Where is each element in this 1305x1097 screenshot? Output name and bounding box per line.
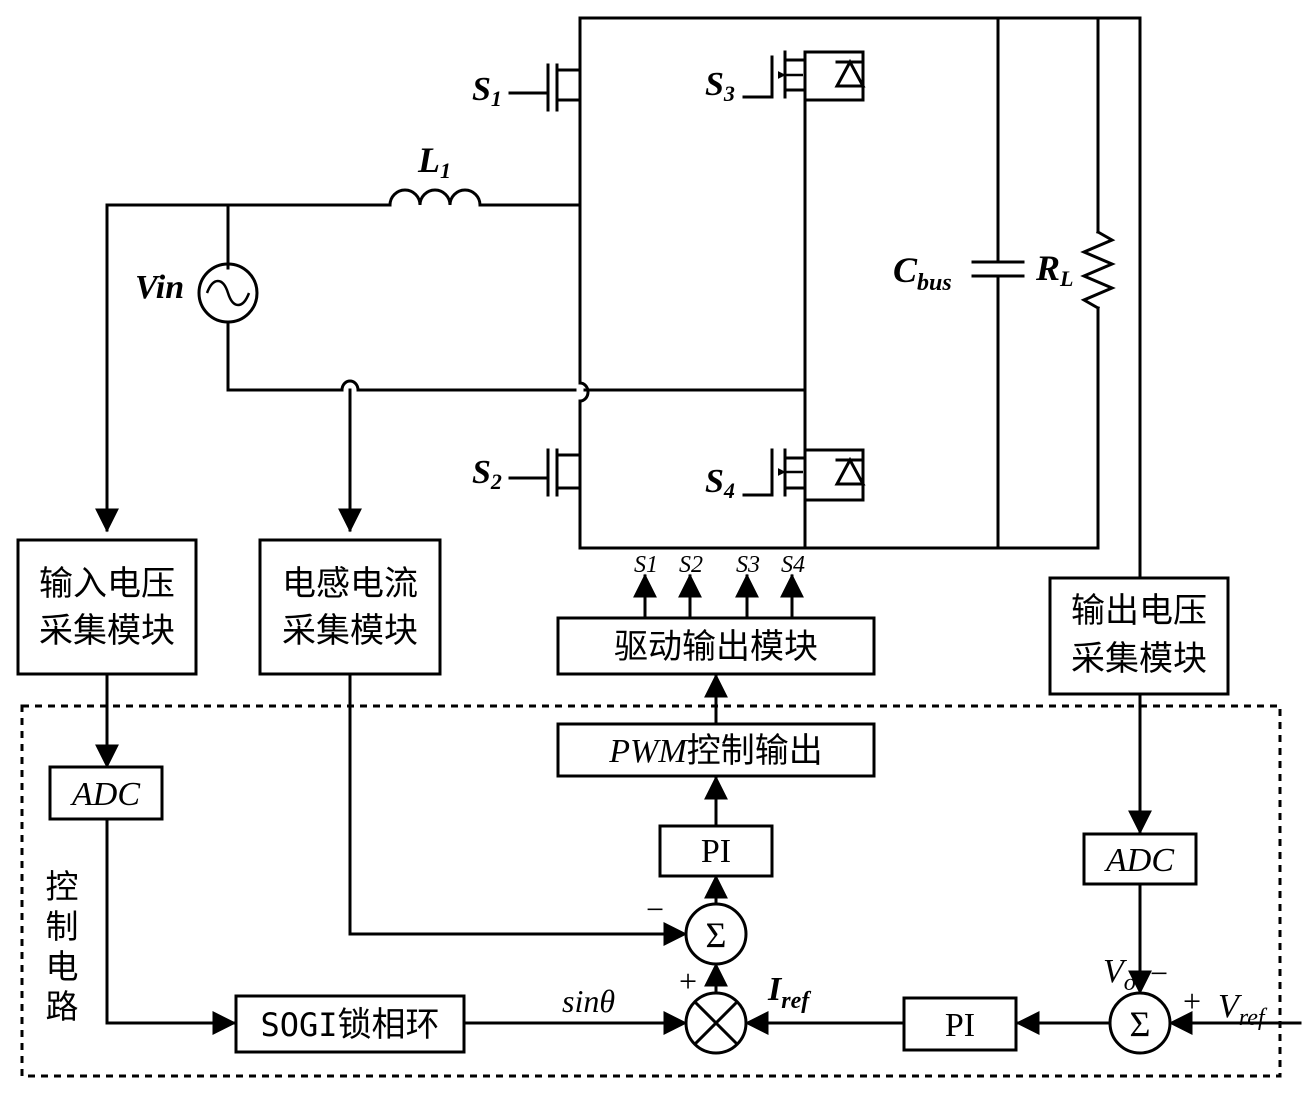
control-circuit-boundary bbox=[20, 704, 1282, 1078]
adc-left-block bbox=[48, 765, 164, 821]
pi-lower-block bbox=[902, 996, 1018, 1052]
vo-label: Vo bbox=[1103, 953, 1136, 996]
control-circuit-label: 控 制 电 路 bbox=[46, 867, 79, 1026]
output-voltage-module-line2: 采集模块 bbox=[1071, 639, 1207, 679]
gate-s1-label: S1 bbox=[634, 552, 658, 578]
pwm-control-output-label: PWM控制输出 bbox=[608, 731, 822, 771]
switch-s4-label: S4 bbox=[705, 463, 735, 503]
svg-text:路: 路 bbox=[46, 987, 79, 1026]
power-stage bbox=[95, 16, 1142, 580]
switch-s1-label: S1 bbox=[472, 71, 502, 111]
svg-text:控: 控 bbox=[46, 867, 79, 906]
minus-sign-lower-junction: − bbox=[1150, 955, 1168, 991]
sigma-lower-symbol: Σ bbox=[1130, 1004, 1151, 1044]
adc-right-block bbox=[1082, 832, 1198, 886]
vin-label: Vin bbox=[135, 269, 184, 306]
gate-s2-label: S2 bbox=[679, 552, 703, 578]
plus-sign-upper-junction: + bbox=[679, 963, 697, 999]
gate-s4-label: S4 bbox=[781, 552, 805, 578]
vref-label: Vref bbox=[1218, 988, 1268, 1031]
sogi-pll-block bbox=[234, 994, 466, 1054]
switch-s3-label: S3 bbox=[705, 66, 735, 106]
sin-theta-label: sinθ bbox=[562, 983, 615, 1019]
pwm-control-output-block bbox=[556, 722, 876, 778]
gate-signal-arrows bbox=[633, 573, 804, 620]
rl-label: RL bbox=[1035, 248, 1073, 291]
inductor-current-module-line2: 采集模块 bbox=[282, 611, 418, 651]
pi-upper-block bbox=[658, 824, 774, 878]
driver-output-module-label: 驱动输出模块 bbox=[614, 627, 818, 667]
multiplier-cross-icon bbox=[692, 999, 740, 1047]
inductor-current-module bbox=[258, 538, 442, 676]
inductor-current-module-line1: 电感电流 bbox=[282, 564, 418, 604]
iref-label: Iref bbox=[767, 971, 811, 1014]
input-voltage-module-line2: 采集模块 bbox=[39, 611, 175, 651]
inductor-label: L1 bbox=[417, 140, 451, 183]
cbus-label: Cbus bbox=[893, 250, 952, 296]
adc-right-label: ADC bbox=[1104, 842, 1174, 879]
sigma-upper-symbol: Σ bbox=[706, 915, 727, 955]
adc-left-label: ADC bbox=[70, 776, 140, 813]
pi-lower-label: PI bbox=[945, 1007, 975, 1044]
minus-sign-upper-junction: − bbox=[646, 891, 664, 927]
switch-s2-label: S2 bbox=[472, 454, 502, 494]
svg-text:制: 制 bbox=[46, 907, 79, 946]
plus-sign-lower-junction: + bbox=[1183, 983, 1201, 1019]
input-voltage-module-line1: 输入电压 bbox=[39, 564, 175, 604]
pi-upper-label: PI bbox=[701, 833, 731, 870]
sogi-pll-label: SOGI锁相环 bbox=[260, 1005, 439, 1045]
output-voltage-module-line1: 输出电压 bbox=[1071, 591, 1207, 631]
input-voltage-module bbox=[16, 538, 198, 676]
control-signal-flow bbox=[95, 672, 1302, 1035]
svg-text:电: 电 bbox=[46, 947, 79, 986]
gate-s3-label: S3 bbox=[736, 552, 760, 578]
